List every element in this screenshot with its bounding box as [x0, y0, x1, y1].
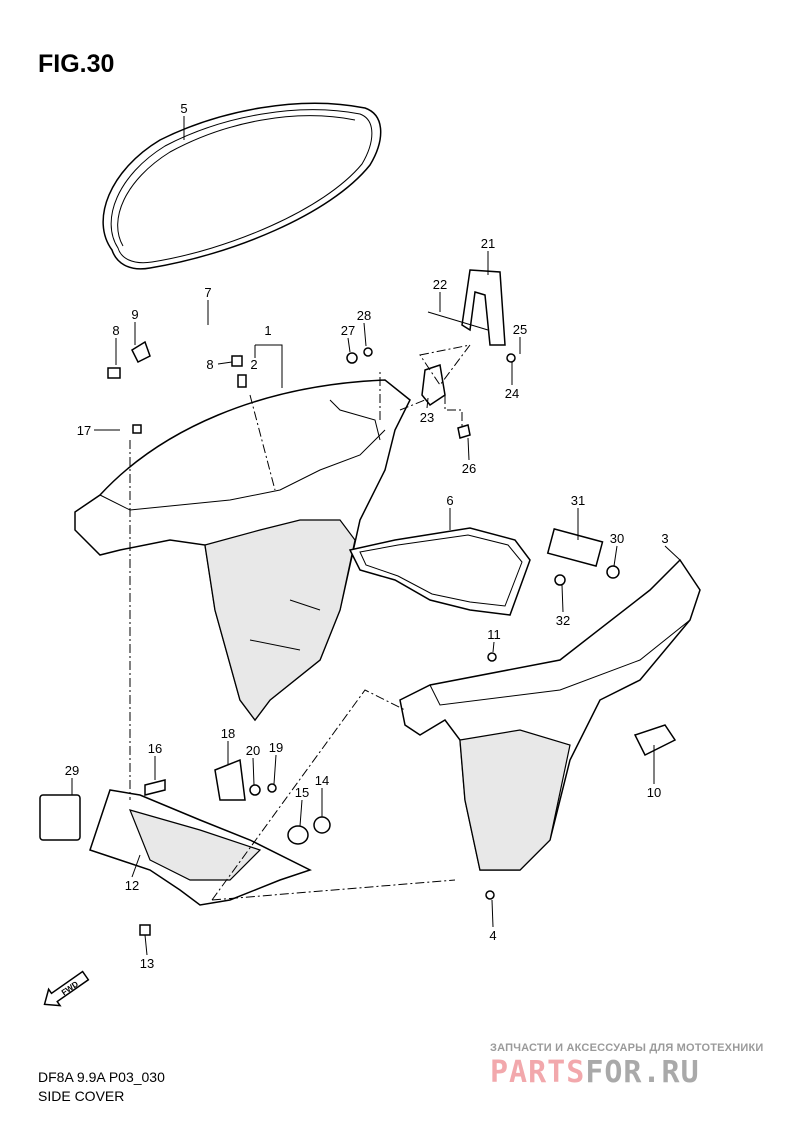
callout-25: 25 [513, 322, 527, 337]
callout-4: 4 [489, 928, 496, 943]
section-title: SIDE COVER [38, 1088, 125, 1104]
callout-18: 18 [221, 726, 235, 741]
watermark-subtitle: ЗАПЧАСТИ И АКСЕССУАРЫ ДЛЯ МОТОТЕХНИКИ [490, 1042, 764, 1054]
callout-20: 20 [246, 743, 260, 758]
callout-14: 14 [315, 773, 329, 788]
fwd-arrow-icon: FWD [43, 970, 90, 1007]
callout-11: 11 [487, 627, 501, 642]
callout-24: 24 [505, 386, 519, 401]
callout-26: 26 [462, 461, 476, 476]
callout-22: 22 [433, 277, 447, 292]
part-side-cover-3[interactable] [399, 528, 701, 900]
part-bracket-21[interactable] [346, 269, 516, 439]
callout-10: 10 [647, 785, 661, 800]
callout-1: 1 [264, 323, 271, 338]
part-hose-7[interactable] [107, 314, 247, 388]
callout-16: 16 [148, 741, 162, 756]
callout-13: 13 [140, 956, 154, 971]
callout-21: 21 [481, 236, 495, 251]
callout-29: 29 [65, 763, 79, 778]
callout-2: 2 [250, 357, 257, 372]
watermark-logo-part2: FOR.RU [585, 1055, 700, 1090]
callout-6: 6 [446, 493, 453, 508]
figure-label: FIG.30 [38, 50, 115, 78]
callout-27: 27 [341, 323, 355, 338]
callout-30: 30 [610, 531, 624, 546]
part-lower-pan-12[interactable] [39, 424, 331, 936]
callout-7: 7 [204, 285, 211, 300]
callout-28: 28 [357, 308, 371, 323]
leader-lines [71, 116, 681, 956]
callout-5: 5 [180, 101, 187, 116]
watermark-logo: PARTSFOR.RU [490, 1055, 700, 1090]
callout-8: 8 [112, 323, 119, 338]
callout-31: 31 [571, 493, 585, 508]
callout-17: 17 [77, 423, 91, 438]
callout-12: 12 [125, 878, 139, 893]
callout-23: 23 [420, 410, 434, 425]
callout-9: 9 [131, 307, 138, 322]
part-side-cover-1[interactable] [74, 379, 411, 722]
callout-3: 3 [661, 531, 668, 546]
callout-32: 32 [556, 613, 570, 628]
part-gasket-6[interactable] [348, 527, 531, 616]
model-code: DF8A 9.9A P03_030 [38, 1069, 165, 1085]
watermark-logo-part1: PARTS [490, 1055, 586, 1090]
callout-labels: 5 7 9 8 8 2 1 27 28 21 22 25 24 23 26 17… [65, 101, 669, 971]
callout-19: 19 [269, 740, 283, 755]
callout-15: 15 [295, 785, 309, 800]
part-seal-5[interactable] [102, 102, 382, 270]
callout-8b: 8 [206, 357, 213, 372]
